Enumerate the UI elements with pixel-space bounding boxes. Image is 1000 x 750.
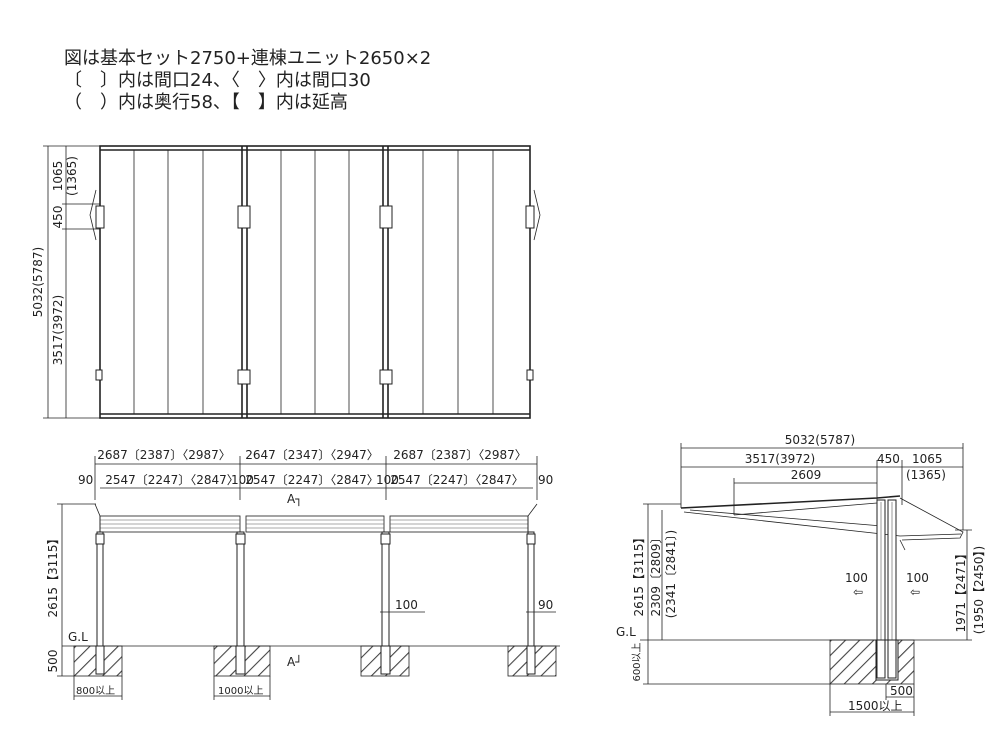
side-post-right-arrow: ⇦ [910, 585, 920, 599]
note-line-3: （ ）内は奥行58、【 】内は延高 [64, 92, 348, 113]
front-gap-2: 100 [376, 473, 399, 487]
plan-dim-total: 5032(5787) [31, 247, 45, 317]
front-section-bottom: A┘ [287, 654, 302, 669]
side-depth-600: 600以上 [631, 642, 643, 681]
front-gl: G.L [68, 630, 88, 644]
front-depth-500: 500 [46, 650, 60, 673]
side-found-width: 1500以上 [848, 699, 903, 713]
plan-view: 5032(5787) 3517(3972) 450 1065 (1365) [31, 145, 541, 419]
side-view: 5032(5787) 3517(3972) 450 1065 (1365) 26… [616, 433, 986, 716]
side-dim-total: 5032(5787) [785, 433, 855, 447]
front-section-top: A┐ [287, 492, 302, 506]
plan-dim-450: 450 [51, 206, 65, 229]
side-gl: G.L [616, 625, 636, 639]
side-h-right-1: 1971【2471】 [954, 547, 968, 632]
side-h-right-2: (1950【2450】) [972, 546, 986, 634]
front-gap-1: 100 [231, 473, 254, 487]
front-bay-outer-2: 2647〔2347〕〈2947〉 [245, 448, 379, 462]
front-edge-right: 90 [538, 473, 553, 487]
side-depth-500: 500 [890, 684, 913, 698]
side-dim-1365: (1365) [906, 468, 946, 482]
side-post-right: 100 [906, 571, 929, 585]
side-dim-450: 450 [877, 452, 900, 466]
front-height: 2615【3115】 [46, 532, 60, 617]
note-line-1: 図は基本セット2750+連棟ユニット2650×2 [64, 48, 432, 69]
plan-dim-main: 3517(3972) [51, 295, 65, 365]
side-h-left-3: (2341〔2841〕) [664, 530, 678, 618]
front-bay-outer-1: 2687〔2387〕〈2987〉 [97, 448, 231, 462]
front-view: 2687〔2387〕〈2987〉 2647〔2347〕〈2947〉 2687〔2… [46, 448, 560, 700]
side-h-left-2: 2309〔2809〕 [649, 531, 663, 616]
front-bay-inner-1: 2547〔2247〕〈2847〉 [105, 473, 239, 487]
front-bay-inner-2: 2547〔2247〕〈2847〉 [245, 473, 379, 487]
plan-dim-top: 1065 [51, 161, 65, 192]
front-post-90: 90 [538, 598, 553, 612]
side-post-left-arrow: ⇦ [853, 585, 863, 599]
note-line-2: 〔 〕内は間口24、〈 〉内は間口30 [64, 70, 371, 91]
side-dim-2609: 2609 [791, 468, 822, 482]
front-found-mid: 1000以上 [218, 685, 263, 697]
side-dim-main: 3517(3972) [745, 452, 815, 466]
side-dim-1065: 1065 [912, 452, 943, 466]
plan-dim-top-alt: (1365) [65, 156, 79, 196]
front-bay-inner-3: 2547〔2247〕〈2847〉 [390, 473, 524, 487]
notes-block: 図は基本セット2750+連棟ユニット2650×2 〔 〕内は間口24、〈 〉内は… [64, 48, 431, 114]
front-post-100: 100 [395, 598, 418, 612]
front-bay-outer-3: 2687〔2387〕〈2987〉 [393, 448, 527, 462]
front-edge-left: 90 [78, 473, 93, 487]
side-h-left-1: 2615【3115】 [632, 531, 646, 616]
front-found-left: 800以上 [76, 685, 115, 697]
side-post-left: 100 [845, 571, 868, 585]
